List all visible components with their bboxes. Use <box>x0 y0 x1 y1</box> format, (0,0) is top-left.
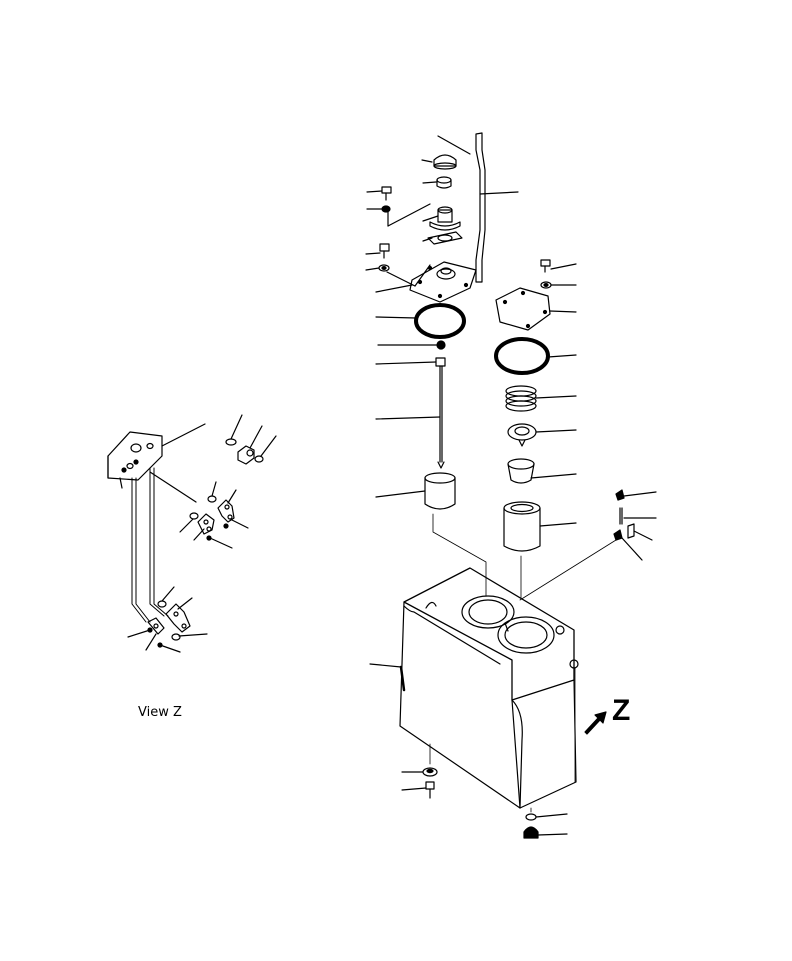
cover-plate-right <box>495 287 551 331</box>
view-z-elbow-1 <box>217 499 235 523</box>
o-ring-right <box>494 337 550 375</box>
view-z-o-ring-6 <box>171 633 181 641</box>
view-z-o-ring-3 <box>207 495 217 503</box>
spring <box>505 385 537 412</box>
view-z-marker-letter: Z <box>612 694 631 727</box>
breather-gasket <box>427 231 463 245</box>
view-z-label: View Z <box>138 705 182 720</box>
view-z-o-ring-2 <box>254 455 264 463</box>
filter-element-left <box>424 472 456 510</box>
valve-seat <box>507 423 537 447</box>
bolt-upper-right <box>540 259 551 273</box>
view-z-flange-bracket <box>107 431 163 489</box>
plug-ball <box>436 340 446 350</box>
gauge-plug <box>615 489 625 501</box>
dipstick-rod <box>475 132 486 283</box>
washer-upper-left <box>381 205 391 213</box>
drain-cap <box>523 826 539 839</box>
washer-mid-left <box>378 264 390 272</box>
view-z-elbow-2 <box>197 513 215 535</box>
breather-cap <box>433 154 457 170</box>
strainer-cup <box>507 458 535 484</box>
breather-body <box>429 206 461 231</box>
view-z-o-ring-5 <box>157 600 167 608</box>
view-z-small-plug-2 <box>147 627 163 648</box>
view-z-connector-1 <box>237 445 255 465</box>
o-ring-left <box>414 303 466 339</box>
washer-upper-right <box>540 281 552 289</box>
drain-o-ring <box>525 813 537 821</box>
view-z-o-ring-4 <box>189 512 199 520</box>
view-z-elbow-3 <box>165 603 191 633</box>
view-z-elbow-4 <box>147 617 165 635</box>
bolt-upper-left <box>381 186 392 201</box>
hydraulic-tank <box>399 567 579 809</box>
view-z-o-ring-1 <box>225 438 237 446</box>
strainer-rod <box>435 357 446 469</box>
drain-washer <box>422 767 438 777</box>
gauge-clip <box>627 523 635 539</box>
gauge-fitting <box>613 529 623 541</box>
view-z-arrow-icon <box>584 711 607 735</box>
gauge-pin <box>619 507 623 525</box>
drain-plug <box>425 781 435 799</box>
breather-element <box>436 176 452 189</box>
cover-plate-left <box>409 261 477 303</box>
bolt-mid-left <box>379 243 390 259</box>
filter-element-right <box>503 501 541 552</box>
